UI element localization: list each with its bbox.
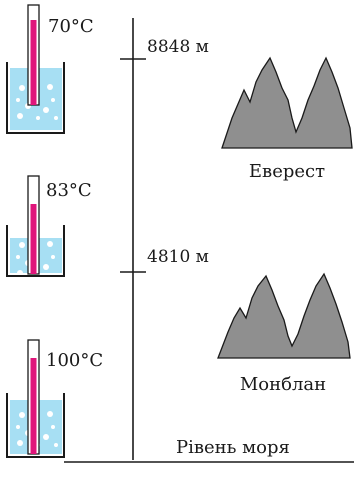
mountain-montblanc — [217, 272, 351, 359]
beaker-outline — [6, 393, 65, 458]
mountain-name-montblanc: Монблан — [240, 374, 326, 395]
thermometer-beaker-1: 70°C — [6, 4, 94, 134]
sea-level-label: Рівень моря — [176, 437, 290, 458]
mountain-everest — [221, 56, 353, 149]
thermometer-mercury — [30, 358, 37, 454]
thermometer-mercury — [30, 20, 37, 105]
thermometer-beaker-2: 83°C — [6, 175, 92, 277]
temperature-label: 83°C — [46, 180, 92, 201]
temperature-label: 100°C — [46, 350, 103, 371]
thermometer-mercury — [30, 204, 37, 274]
altitude-label-everest: 8848 м — [147, 37, 209, 57]
beaker-outline — [6, 62, 65, 134]
altitude-label-montblanc: 4810 м — [147, 247, 209, 267]
beaker-outline — [6, 225, 65, 277]
mountain-name-everest: Еверест — [249, 161, 325, 182]
thermometer-beaker-3: 100°C — [6, 339, 103, 458]
temperature-label: 70°C — [48, 16, 94, 37]
